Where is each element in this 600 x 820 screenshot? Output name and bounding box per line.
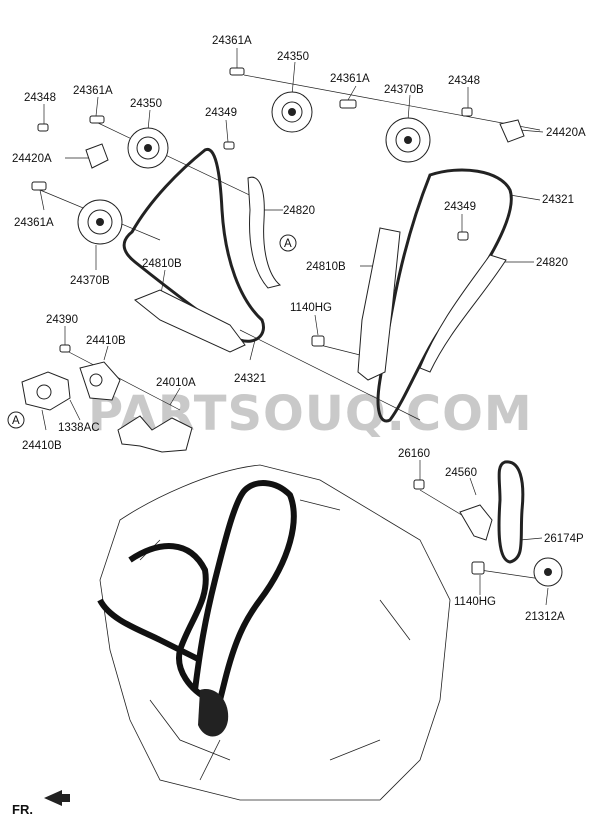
engine-timing-chain — [97, 480, 297, 721]
label-l3: 24348 — [24, 92, 56, 104]
oil-pump-tensioner-arm — [459, 504, 493, 541]
engine-block-outline — [99, 464, 451, 801]
label-l13: 24361A — [14, 217, 54, 229]
label-l17: 24810B — [142, 258, 182, 270]
label-l7: 24370B — [384, 84, 424, 96]
oil-pump-sprocket — [533, 557, 563, 587]
label-l24: 24321 — [234, 373, 266, 385]
label-l5: 24350 — [130, 98, 162, 110]
label-l23: 24010A — [156, 377, 196, 389]
label-l18: 24810B — [306, 261, 346, 273]
label-l4: 24361A — [73, 85, 113, 97]
label-l2: 24350 — [277, 51, 309, 63]
chain-guide-right-short — [419, 254, 507, 373]
label-l27: 26160 — [398, 448, 430, 460]
label-l9: 24349 — [205, 107, 237, 119]
cam-sprocket-right-exhaust — [271, 91, 313, 133]
label-l20: 1140HG — [290, 302, 332, 314]
oil-pump-chain — [497, 460, 525, 564]
cam-sprocket-left-intake — [77, 199, 123, 245]
timing-chain-left — [122, 147, 265, 343]
chain-tensioner-left — [85, 143, 109, 169]
front-direction-marker: FR. — [12, 790, 70, 817]
label-l19: 24820 — [536, 257, 568, 269]
chain-guide-left — [134, 289, 246, 353]
label-l10: 24420A — [546, 127, 586, 139]
label-l21: 24390 — [46, 314, 78, 326]
oil-jet-gasket — [117, 415, 193, 453]
chain-guide-right-long — [357, 227, 401, 381]
part-number-labels: 24361A 24350 24348 24361A 24350 24361A 2… — [12, 35, 586, 623]
oil-pump-chain-tensioner — [21, 361, 121, 411]
label-l30: 1140HG — [454, 596, 496, 608]
cam-sprocket-left-exhaust — [127, 127, 169, 169]
chain-tensioner-right — [499, 119, 525, 143]
chain-guide-center — [247, 176, 282, 289]
callout-a-lower: A — [12, 415, 20, 427]
cam-sprocket-right-intake — [385, 117, 431, 163]
callout-a-upper: A — [284, 238, 292, 250]
label-l31: 21312A — [525, 611, 565, 623]
bolts — [31, 67, 485, 575]
label-l29: 26174P — [544, 533, 584, 545]
callout-circle-lower — [7, 411, 25, 429]
label-l28: 24560 — [445, 467, 477, 479]
label-l15: 24349 — [444, 201, 476, 213]
label-l16: 24370B — [70, 275, 110, 287]
label-l12: 24321 — [542, 194, 574, 206]
label-l8: 24348 — [448, 75, 480, 87]
label-l11: 24420A — [12, 153, 52, 165]
label-l26: 24410B — [22, 440, 62, 452]
label-l14: 24820 — [283, 205, 315, 217]
label-l22: 24410B — [86, 335, 126, 347]
label-l6: 24361A — [330, 73, 370, 85]
callout-circle-upper — [279, 234, 297, 252]
label-l1: 24361A — [212, 35, 252, 47]
label-l25: 1338AC — [58, 422, 100, 434]
front-label: FR. — [12, 802, 33, 817]
front-arrow-icon — [44, 790, 70, 806]
engine-lower-sprocket — [198, 689, 229, 737]
